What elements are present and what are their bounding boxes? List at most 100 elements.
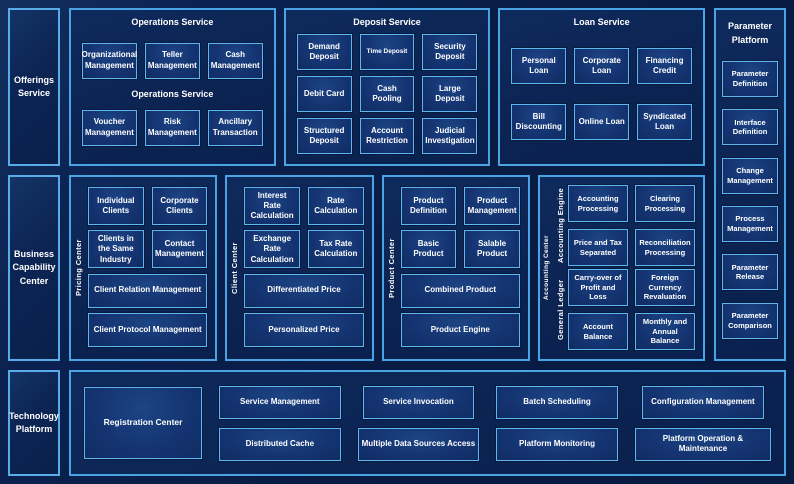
box-differentiated-price: Differentiated Price	[244, 273, 364, 308]
box-syndicated-loan: Syndicated Loan	[637, 104, 693, 140]
rail-technology-label: Technology Platform	[9, 410, 59, 434]
box-demand-deposit: Demand Deposit	[296, 34, 352, 70]
client-row-2: Exchange Rate Calculation Tax Rate Calcu…	[244, 230, 364, 269]
box-combined-product: Combined Product	[400, 273, 520, 308]
box-time-deposit: Time Deposit	[359, 34, 415, 70]
box-configuration-management: Configuration Management	[641, 385, 765, 419]
parameter-platform-body: Parameter Definition Interface Definitio…	[716, 49, 784, 359]
panel-accounting-center: Accounting Center Accounting Engine Acco…	[537, 175, 705, 361]
pricing-row-2: Clients in the Same Industry Contact Man…	[88, 230, 208, 269]
panel-deposit-service: Deposit Service Demand Deposit Time Depo…	[283, 8, 491, 166]
box-teller-management: Teller Management	[144, 42, 200, 79]
box-tax-rate-calculation: Tax Rate Calculation	[307, 230, 364, 269]
accounting-engine-group: Accounting Engine Accounting Processing …	[553, 185, 695, 266]
operations-row-1: Organizational Management Teller Managem…	[71, 42, 274, 79]
box-carry-over-profit-loss: Carry-over of Profit and Loss	[567, 269, 628, 306]
box-organizational-management: Organizational Management	[82, 42, 137, 79]
box-platform-monitoring: Platform Monitoring	[496, 427, 618, 461]
box-judicial-investigation: Judicial Investigation	[422, 118, 478, 154]
panel-pricing-center: Pricing Center Individual Clients Corpor…	[69, 175, 218, 361]
box-product-definition: Product Definition	[400, 187, 457, 226]
box-salable-product: Salable Product	[464, 230, 520, 269]
general-ledger-grid: Carry-over of Profit and Loss Foreign Cu…	[567, 269, 695, 350]
operations-service-title: Operations Service	[131, 17, 214, 27]
top-panels-row: Operations Service Organizational Manage…	[69, 8, 706, 166]
operations-service-mid-title: Operations Service	[131, 89, 214, 99]
box-risk-management: Risk Management	[144, 109, 200, 146]
pricing-row-1: Individual Clients Corporate Clients	[88, 187, 208, 226]
deposit-service-title: Deposit Service	[353, 17, 421, 27]
tech-column-3: Batch Scheduling Platform Monitoring	[496, 385, 618, 461]
box-contact-management: Contact Management	[151, 230, 208, 269]
rail-offerings-label: Offerings Service	[14, 74, 55, 98]
deposit-row-1: Demand Deposit Time Deposit Security Dep…	[286, 34, 489, 70]
accounting-center-body: Accounting Engine Accounting Processing …	[553, 177, 703, 359]
box-batch-scheduling: Batch Scheduling	[496, 385, 618, 419]
middle-panels-row: Pricing Center Individual Clients Corpor…	[69, 175, 705, 361]
tech-column-1: Service Management Distributed Cache	[219, 385, 341, 461]
box-rate-calculation: Rate Calculation	[307, 187, 364, 226]
box-reconciliation-processing: Reconciliation Processing	[634, 229, 695, 266]
box-cash-management: Cash Management	[207, 42, 263, 79]
loan-service-body: Personal Loan Corporate Loan Financing C…	[500, 28, 703, 164]
panel-technology-platform: Registration Center Service Management D…	[69, 370, 786, 476]
parameter-platform-title: Parameter Platform	[727, 21, 773, 46]
box-individual-clients: Individual Clients	[88, 187, 144, 226]
box-accounting-processing: Accounting Processing	[567, 185, 628, 222]
box-exchange-rate-calculation: Exchange Rate Calculation	[244, 230, 300, 269]
client-center-vertical-label: Client Center	[230, 242, 240, 294]
panel-operations-service: Operations Service Organizational Manage…	[69, 8, 276, 166]
box-security-deposit: Security Deposit	[422, 34, 478, 70]
operations-row-2: Voucher Management Risk Management Ancil…	[71, 109, 274, 146]
box-foreign-currency-revaluation: Foreign Currency Revaluation	[634, 269, 695, 306]
box-structured-deposit: Structured Deposit	[296, 118, 352, 154]
box-product-engine: Product Engine	[400, 312, 520, 347]
general-ledger-vertical-label: General Ledger	[555, 279, 565, 340]
tech-column-4: Configuration Management Platform Operat…	[634, 385, 772, 461]
box-clients-same-industry: Clients in the Same Industry	[88, 230, 144, 269]
box-client-relation-management: Client Relation Management	[88, 273, 208, 308]
box-clearing-processing: Clearing Processing	[634, 185, 695, 222]
panel-loan-service: Loan Service Personal Loan Corporate Loa…	[498, 8, 706, 166]
box-cash-pooling: Cash Pooling	[359, 76, 415, 112]
box-interest-rate-calculation: Interest Rate Calculation	[244, 187, 300, 226]
accounting-engine-vertical-label: Accounting Engine	[555, 187, 565, 264]
box-process-management: Process Management	[722, 206, 778, 243]
box-basic-product: Basic Product	[400, 230, 457, 269]
panel-parameter-platform: Parameter Platform Parameter Definition …	[714, 8, 786, 361]
box-change-management: Change Management	[722, 157, 778, 194]
product-center-body: Product Definition Product Management Ba…	[399, 177, 528, 359]
box-ancillary-transaction: Ancillary Transaction	[207, 109, 263, 146]
tech-column-2: Service Invocation Multiple Data Sources…	[357, 385, 480, 461]
general-ledger-group: General Ledger Carry-over of Profit and …	[553, 269, 695, 350]
client-center-body: Interest Rate Calculation Rate Calculati…	[242, 177, 371, 359]
rail-business-capability-center: Business Capability Center	[8, 175, 60, 361]
box-online-loan: Online Loan	[574, 104, 630, 140]
operations-service-body: Organizational Management Teller Managem…	[71, 28, 274, 164]
panel-client-center: Client Center Interest Rate Calculation …	[225, 175, 374, 361]
box-multiple-data-sources-access: Multiple Data Sources Access	[357, 427, 480, 461]
box-service-management: Service Management	[219, 385, 341, 419]
loan-row-1: Personal Loan Corporate Loan Financing C…	[500, 48, 703, 84]
deposit-row-2: Debit Card Cash Pooling Large Deposit	[286, 76, 489, 112]
rail-technology-platform: Technology Platform	[8, 370, 60, 476]
product-row-2: Basic Product Salable Product	[400, 230, 520, 269]
rail-business-label: Business Capability Center	[12, 249, 56, 286]
box-corporate-clients: Corporate Clients	[151, 187, 208, 226]
box-financing-credit: Financing Credit	[637, 48, 693, 84]
box-distributed-cache: Distributed Cache	[219, 427, 341, 461]
box-interface-definition: Interface Definition	[722, 109, 778, 146]
box-parameter-definition: Parameter Definition	[722, 61, 778, 98]
box-parameter-release: Parameter Release	[722, 254, 778, 291]
box-voucher-management: Voucher Management	[82, 109, 137, 146]
box-product-management: Product Management	[464, 187, 520, 226]
box-monthly-annual-balance: Monthly and Annual Balance	[634, 313, 695, 350]
loan-row-2: Bill Discounting Online Loan Syndicated …	[500, 104, 703, 140]
box-client-protocol-management: Client Protocol Management	[88, 312, 208, 347]
box-platform-operation-maintenance: Platform Operation & Maintenance	[634, 427, 772, 461]
box-account-restriction: Account Restriction	[359, 118, 415, 154]
box-bill-discounting: Bill Discounting	[511, 104, 567, 140]
accounting-center-vertical-label: Accounting Center	[542, 235, 550, 301]
box-corporate-loan: Corporate Loan	[574, 48, 630, 84]
box-service-invocation: Service Invocation	[362, 385, 475, 419]
